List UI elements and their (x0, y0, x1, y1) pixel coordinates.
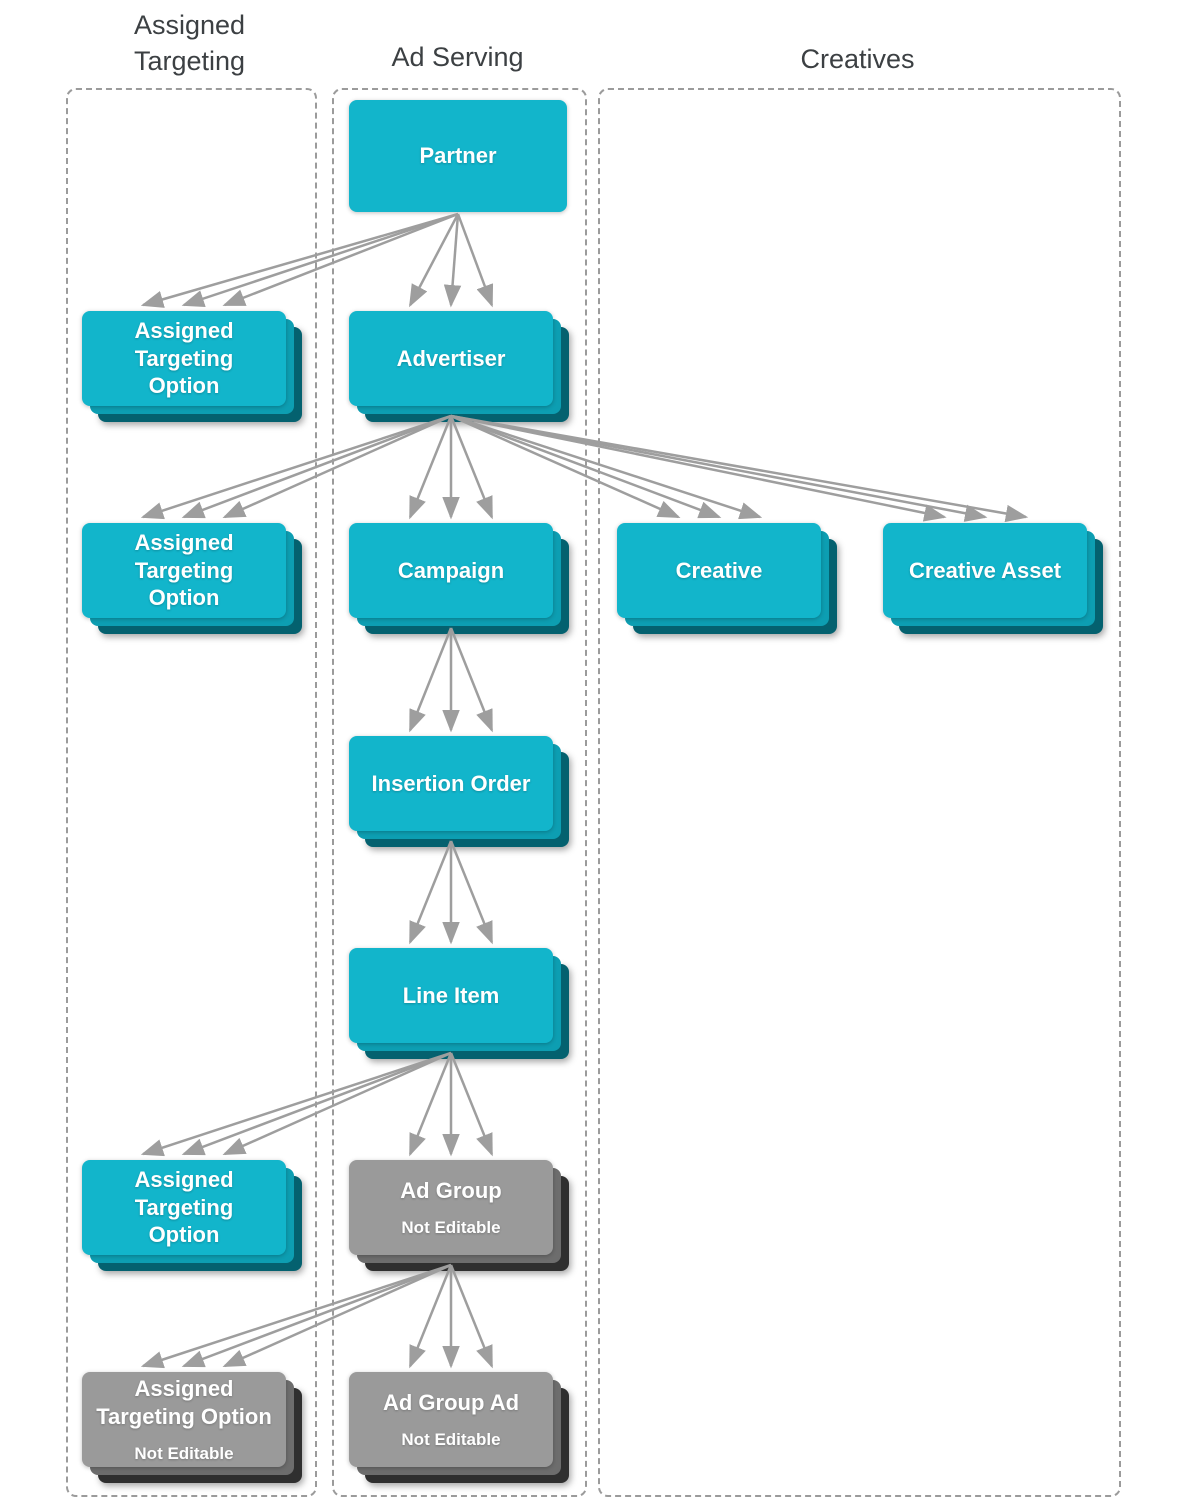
node-label: Assigned Targeting Option (134, 317, 234, 399)
box-face: Line Item (349, 948, 553, 1043)
node-campaign: Campaign (349, 523, 569, 634)
node-label: Insertion Order (371, 770, 531, 796)
node-advertiser: Advertiser (349, 311, 569, 422)
node-ad-group: Ad Group Not Editable (349, 1160, 569, 1271)
node-sublabel: Not Editable (134, 1443, 234, 1463)
box-face: Assigned Targeting Option (82, 523, 286, 618)
box-face: Partner (349, 100, 567, 212)
node-insertion-order: Insertion Order (349, 736, 569, 847)
node-assigned-targeting-option-line-item: Assigned Targeting Option (82, 1160, 302, 1271)
node-label: Ad Group Ad (382, 1390, 520, 1416)
node-sublabel: Not Editable (401, 1217, 501, 1237)
column-header-assigned-targeting: Assigned Targeting (133, 10, 246, 76)
node-label: Partner (419, 143, 497, 169)
node-label: Creative (675, 557, 763, 583)
column-header-creatives: Creatives (800, 44, 915, 74)
box-face: Assigned Targeting Option (82, 1160, 286, 1255)
node-label: Ad Group (400, 1178, 502, 1204)
node-label: Assigned Targeting Option (134, 1166, 234, 1248)
node-label: Campaign (397, 557, 505, 583)
box-face: Creative (617, 523, 821, 618)
box-face: Ad Group Ad Not Editable (349, 1372, 553, 1467)
node-label: Assigned Targeting Option (96, 1376, 272, 1429)
box-face: Ad Group Not Editable (349, 1160, 553, 1255)
ad-serving-region (332, 88, 587, 1497)
box-face: Creative Asset (883, 523, 1087, 618)
box-face: Campaign (349, 523, 553, 618)
node-assigned-targeting-option-ad-group: Assigned Targeting Option Not Editable (82, 1372, 302, 1483)
node-assigned-targeting-option-advertiser: Assigned Targeting Option (82, 523, 302, 634)
box-face: Assigned Targeting Option Not Editable (82, 1372, 286, 1467)
node-creative: Creative (617, 523, 837, 634)
node-label: Advertiser (396, 345, 506, 371)
node-sublabel: Not Editable (401, 1429, 501, 1449)
node-ad-group-ad: Ad Group Ad Not Editable (349, 1372, 569, 1483)
column-header-ad-serving: Ad Serving (391, 42, 524, 72)
box-face: Assigned Targeting Option (82, 311, 286, 406)
creatives-region (598, 88, 1121, 1497)
node-label: Line Item (402, 982, 500, 1008)
node-creative-asset: Creative Asset (883, 523, 1103, 634)
box-face: Insertion Order (349, 736, 553, 831)
node-assigned-targeting-option-partner: Assigned Targeting Option (82, 311, 302, 422)
node-label: Assigned Targeting Option (134, 529, 234, 611)
assigned-targeting-region (66, 88, 317, 1497)
node-label: Creative Asset (908, 557, 1062, 583)
box-face: Advertiser (349, 311, 553, 406)
node-line-item: Line Item (349, 948, 569, 1059)
node-partner: Partner (349, 100, 567, 212)
